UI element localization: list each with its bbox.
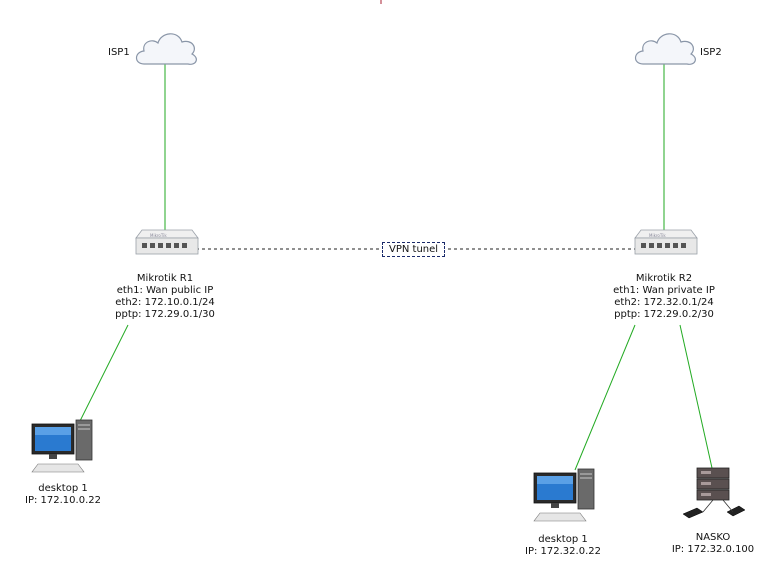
router2-pptp: pptp: 172.29.0.2/30: [614, 309, 714, 320]
svg-text:MikroTik: MikroTik: [649, 233, 666, 238]
router2-labels: Mikrotik R2 eth1: Wan private IP eth2: 1…: [594, 273, 734, 321]
desktop-left-labels: desktop 1 IP: 172.10.0.22: [8, 483, 118, 507]
cloud-icon: [135, 33, 197, 65]
link-r2-desktop-right: [574, 324, 636, 471]
nas-labels: NASKO IP: 172.32.0.100: [658, 532, 768, 556]
link-r2-nas: [679, 324, 713, 469]
router2-eth2: eth2: 172.32.0.1/24: [614, 297, 714, 308]
desktop-computer-icon: [31, 419, 93, 473]
isp2-label: ISP2: [700, 47, 722, 58]
router1-eth1: eth1: Wan public IP: [116, 285, 214, 296]
desktop-computer-icon: [533, 468, 595, 522]
router-icon: MikroTik: [135, 229, 199, 255]
svg-text:MikroTik: MikroTik: [150, 233, 167, 238]
desktop-right-labels: desktop 1 IP: 172.32.0.22: [508, 534, 618, 558]
router2-name: Mikrotik R2: [635, 273, 693, 284]
link-r1-desktop-left: [79, 324, 129, 422]
router-icon: MikroTik: [634, 229, 698, 255]
nas-name: NASKO: [695, 532, 731, 543]
isp1-label: ISP1: [108, 47, 130, 58]
nas-server-icon: [682, 467, 746, 519]
router1-name: Mikrotik R1: [136, 273, 194, 284]
desktop-right-name: desktop 1: [538, 534, 588, 545]
desktop-left-ip: IP: 172.10.0.22: [25, 495, 101, 506]
router1-pptp: pptp: 172.29.0.1/30: [115, 309, 215, 320]
router2-eth1: eth1: Wan private IP: [613, 285, 715, 296]
router1-eth2: eth2: 172.10.0.1/24: [115, 297, 215, 308]
desktop-left-name: desktop 1: [38, 483, 88, 494]
cloud-icon: [634, 33, 696, 65]
nas-ip: IP: 172.32.0.100: [671, 544, 755, 555]
router1-labels: Mikrotik R1 eth1: Wan public IP eth2: 17…: [95, 273, 235, 321]
desktop-right-ip: IP: 172.32.0.22: [525, 546, 601, 557]
vpn-tunnel-label: VPN tunel: [382, 242, 446, 257]
